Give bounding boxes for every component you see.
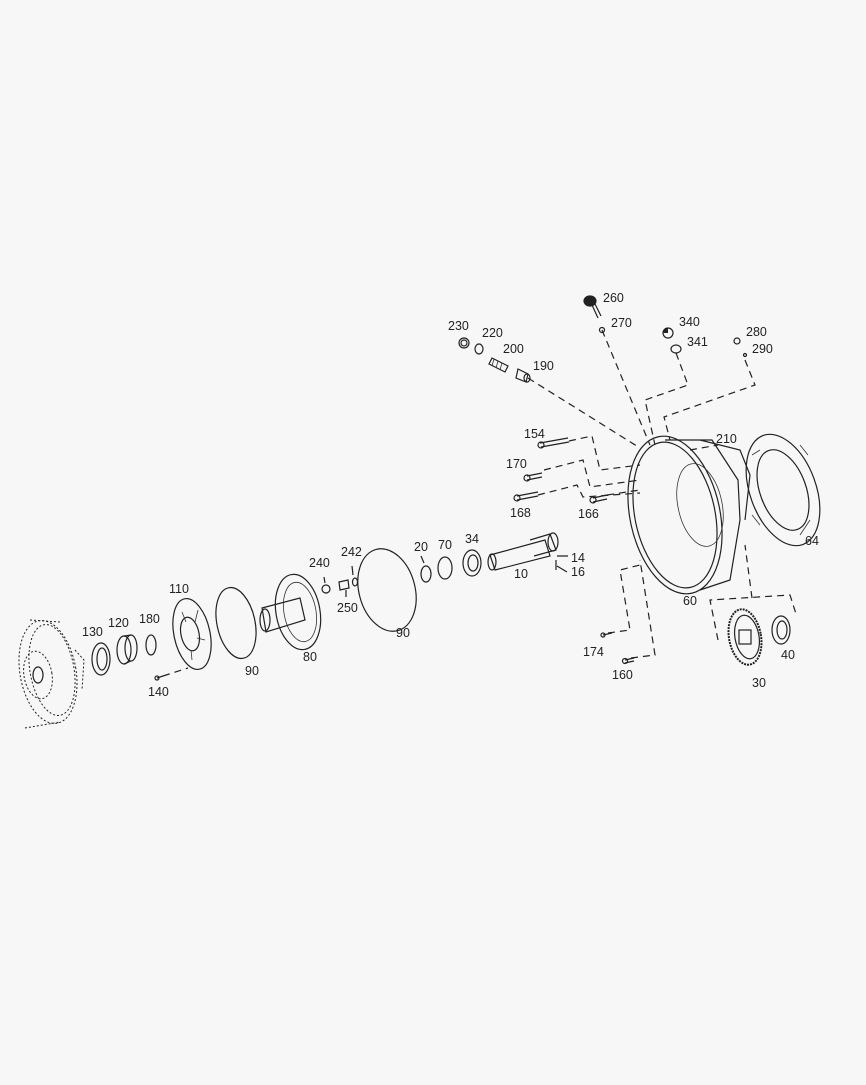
- part-110-pump-housing: [154, 597, 212, 681]
- parts-240-242-250: [321, 565, 359, 597]
- part-60-housing: [627, 435, 751, 595]
- part-130-seal: [91, 642, 111, 676]
- label-130: 130: [82, 625, 103, 639]
- bolts-174-160: [600, 632, 635, 665]
- label-90-left: 90: [245, 664, 259, 678]
- parts-230-190-valve-assembly: [458, 337, 531, 383]
- label-180: 180: [139, 612, 160, 626]
- part-80-pump-cover: [259, 573, 322, 651]
- label-70: 70: [438, 538, 452, 552]
- label-80: 80: [303, 650, 317, 664]
- label-242: 242: [341, 545, 362, 559]
- bolts-154-170-168-166: [513, 437, 608, 504]
- label-64: 64: [805, 534, 819, 548]
- label-160: 160: [612, 668, 633, 682]
- parts-280-290-screw: [733, 337, 748, 358]
- label-110: 110: [169, 582, 189, 596]
- part-10-shaft: [487, 532, 559, 571]
- label-20: 20: [414, 540, 428, 554]
- part-20-ring: [420, 555, 432, 583]
- label-270: 270: [611, 316, 632, 330]
- label-90-right: 90: [396, 626, 410, 640]
- part-70-oring: [437, 556, 453, 580]
- label-140: 140: [148, 685, 169, 699]
- label-260: 260: [603, 291, 624, 305]
- label-16: 16: [571, 565, 585, 579]
- label-166: 166: [578, 507, 599, 521]
- part-260-sensor: [583, 295, 606, 334]
- part-180-ring: [145, 634, 157, 656]
- label-14: 14: [571, 551, 585, 565]
- label-230: 230: [448, 319, 469, 333]
- part-90-gasket-left: [215, 586, 257, 660]
- part-40-bearing: [771, 615, 791, 645]
- label-340: 340: [679, 315, 700, 329]
- label-174: 174: [583, 645, 604, 659]
- part-90-gasket-right: [357, 548, 417, 632]
- part-30-gear: [727, 608, 763, 666]
- label-168: 168: [510, 506, 531, 520]
- label-34: 34: [465, 532, 479, 546]
- label-220: 220: [482, 326, 503, 340]
- torque-converter: [18, 619, 85, 729]
- label-120: 120: [108, 616, 129, 630]
- label-240: 240: [309, 556, 330, 570]
- label-190: 190: [533, 359, 554, 373]
- label-60: 60: [683, 594, 697, 608]
- label-280: 280: [746, 325, 767, 339]
- label-210: 210: [716, 432, 737, 446]
- label-290: 290: [752, 342, 773, 356]
- label-341: 341: [687, 335, 708, 349]
- parts-340-341-plug: [662, 327, 682, 354]
- leader-lines: [162, 329, 798, 677]
- part-120-bushing: [116, 634, 138, 665]
- label-40: 40: [781, 648, 795, 662]
- label-154: 154: [524, 427, 545, 441]
- label-250: 250: [337, 601, 358, 615]
- label-10: 10: [514, 567, 528, 581]
- label-200: 200: [503, 342, 524, 356]
- label-170: 170: [506, 457, 527, 471]
- part-64-adapter-plate: [745, 433, 821, 547]
- label-30: 30: [752, 676, 766, 690]
- part-34-bearing: [462, 549, 482, 577]
